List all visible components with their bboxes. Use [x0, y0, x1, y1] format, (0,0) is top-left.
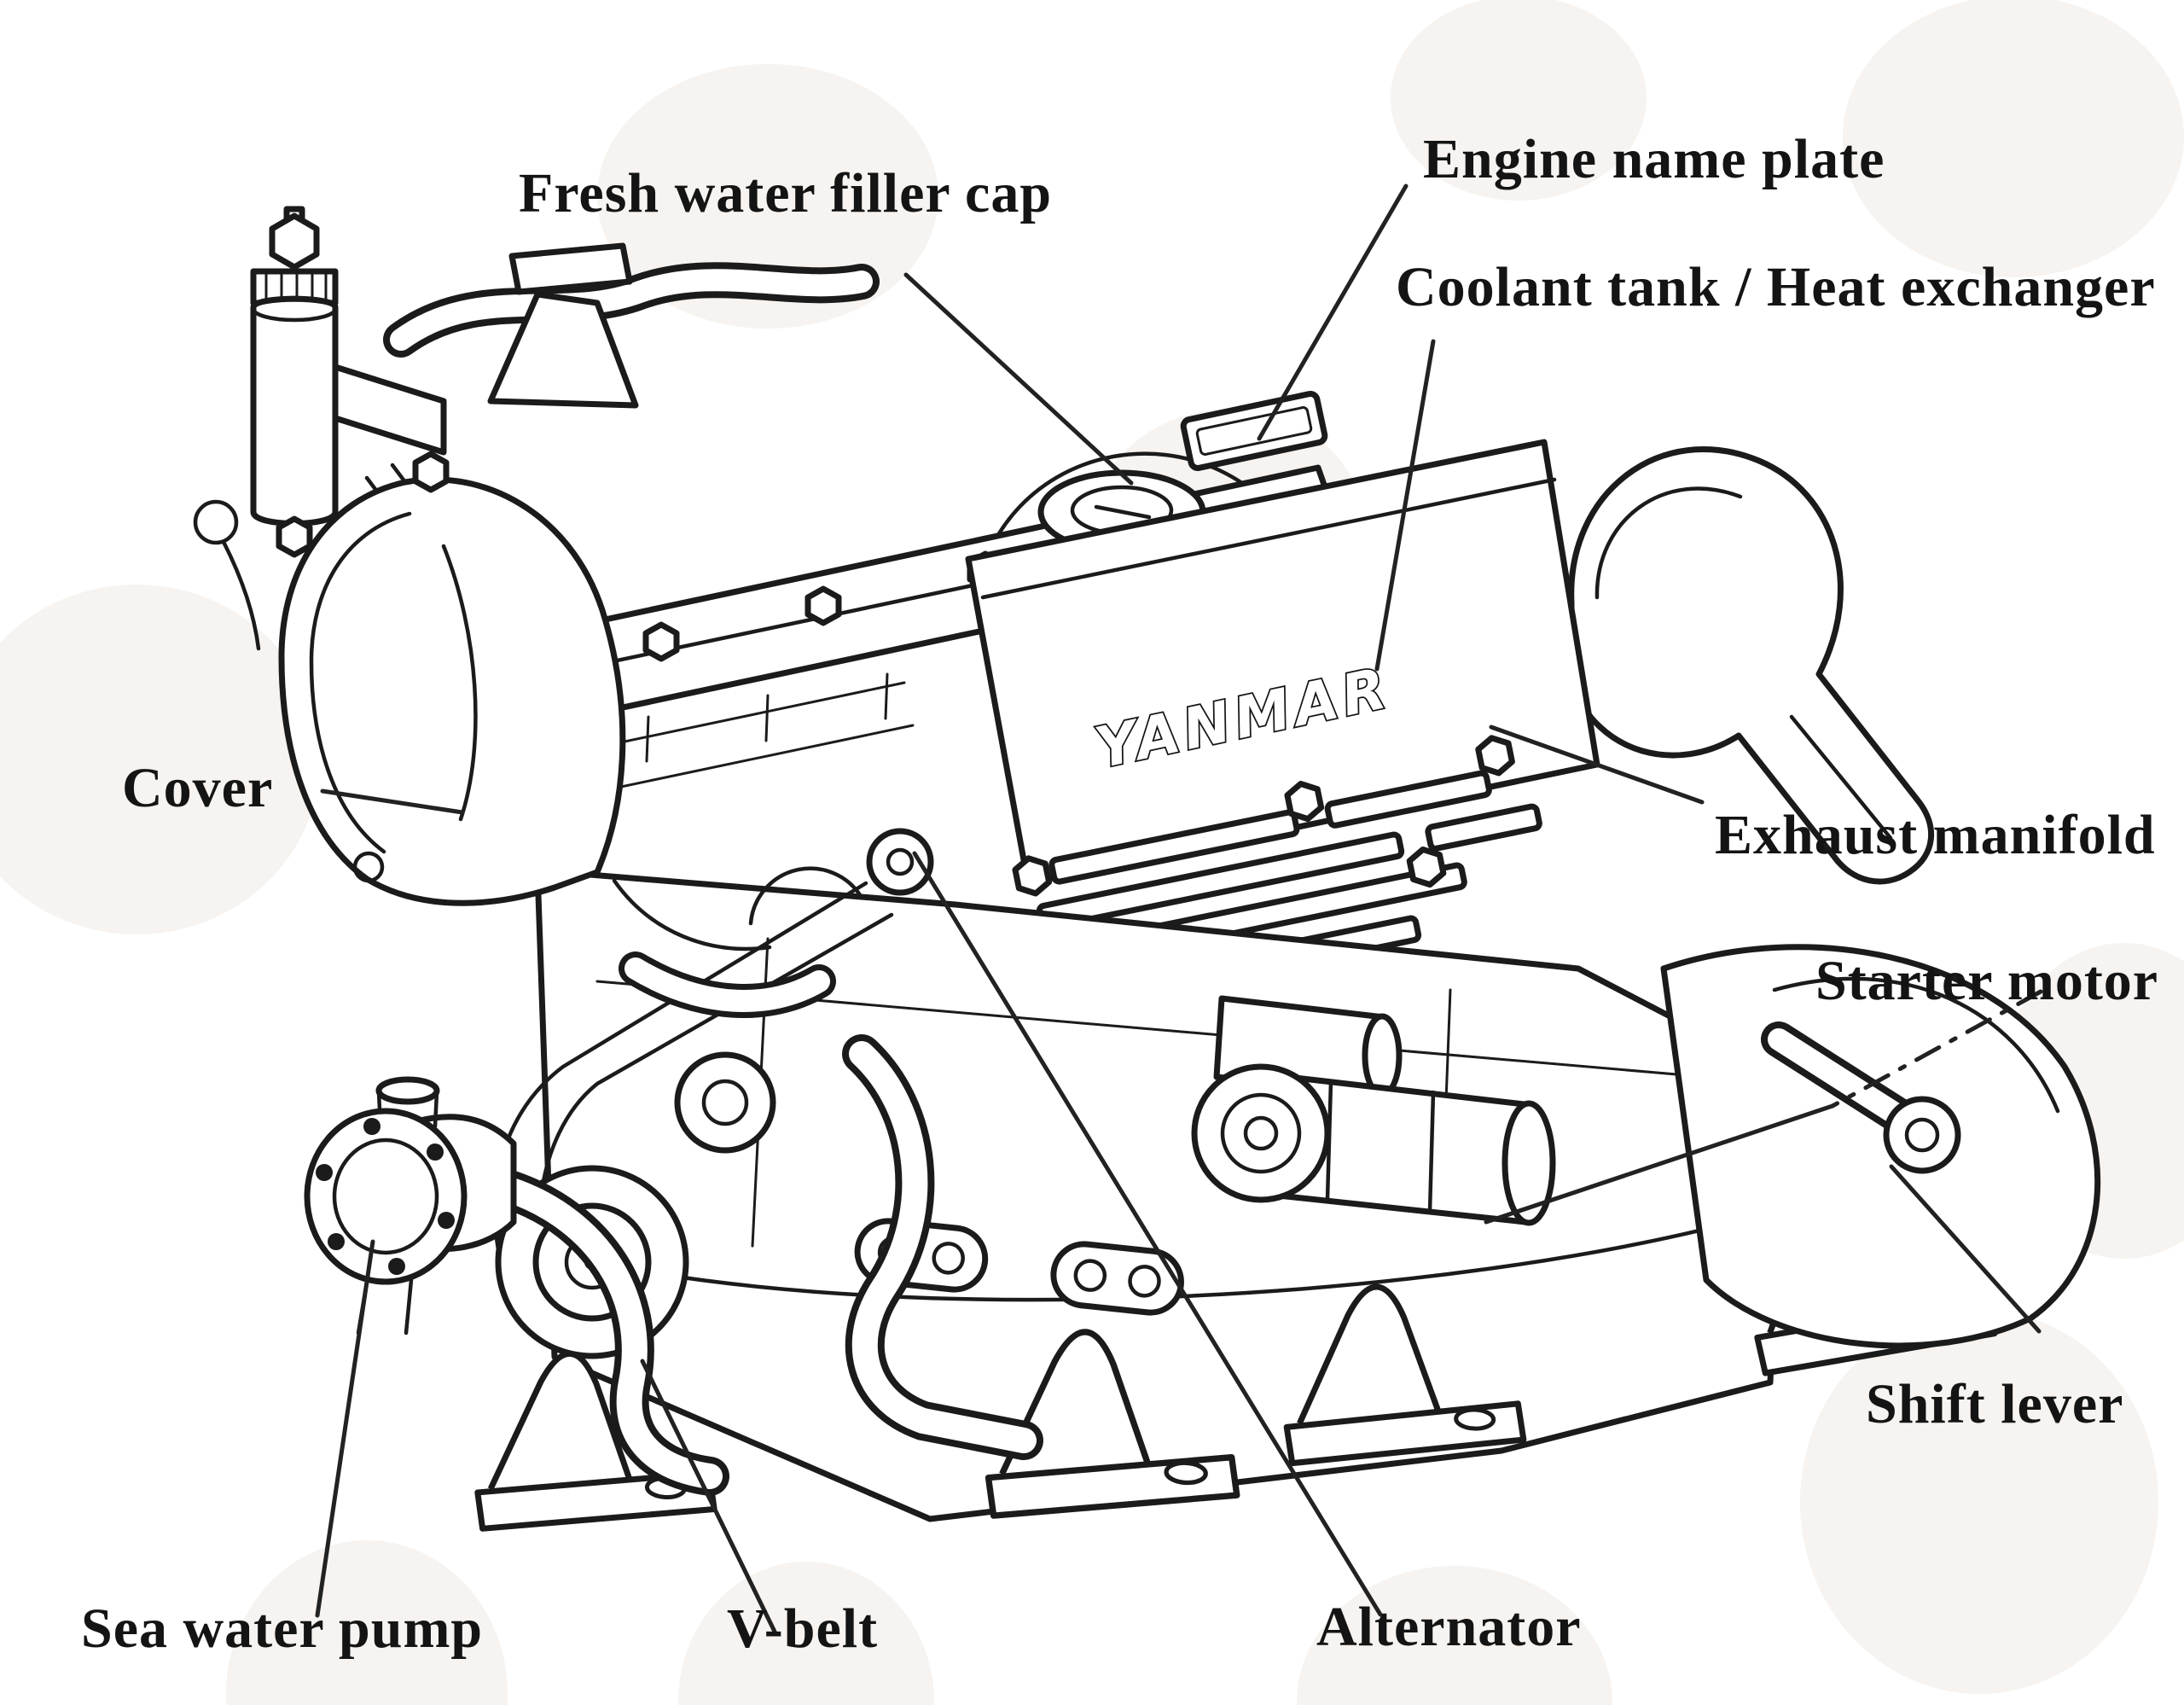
label-coolant-tank-heat-exchanger: Coolant tank / Heat exchanger — [1396, 256, 2156, 318]
coolant-tank-part: YANMAR — [965, 439, 1600, 1032]
engine-name-plate-part — [1180, 390, 1328, 472]
labels: Fresh water filler cap Engine name plate… — [81, 128, 2158, 1660]
label-starter-motor: Starter motor — [1815, 950, 2158, 1012]
leader-lines — [315, 183, 2043, 1634]
label-exhaust-manifold: Exhaust manifold — [1715, 804, 2156, 866]
dipstick-ring-icon — [193, 499, 239, 545]
hoses — [492, 951, 1043, 1496]
label-fresh-water-filler-cap: Fresh water filler cap — [519, 162, 1052, 224]
label-engine-name-plate: Engine name plate — [1423, 128, 1885, 190]
alternator-part — [612, 828, 934, 951]
label-sea-water-pump: Sea water pump — [81, 1597, 483, 1660]
fuel-filter — [193, 206, 447, 651]
starter-motor-part — [1191, 995, 1556, 1226]
leader-cover — [320, 788, 465, 815]
cover-part — [278, 451, 626, 906]
flange-bolt-holes — [316, 1118, 455, 1275]
leader-starter-motor-dashed — [1830, 989, 2043, 1109]
exhaust-elbow — [1568, 446, 1935, 885]
leader-shift-lever — [1889, 1164, 2042, 1334]
label-shift-lever: Shift lever — [1866, 1373, 2123, 1435]
leader-coolant-tank — [1374, 339, 1436, 672]
leader-starter-motor — [1484, 1103, 1835, 1225]
leader-exhaust-manifold — [1489, 724, 1705, 805]
label-v-belt: V-belt — [727, 1597, 878, 1660]
label-alternator: Alternator — [1316, 1596, 1582, 1658]
engine-line-art: YANMAR — [193, 206, 2101, 1540]
sea-water-pump-part — [304, 1076, 517, 1335]
leader-v-belt — [640, 1359, 777, 1634]
shift-lever-part — [1761, 1021, 1961, 1174]
label-cover: Cover — [122, 757, 273, 819]
leader-engine-name-plate — [1257, 183, 1409, 441]
leader-fresh-water-filler-cap — [903, 272, 1134, 486]
leader-sea-water-pump — [315, 1239, 375, 1618]
transmission — [1660, 944, 2101, 1349]
top-hose-assembly — [364, 242, 880, 651]
leader-alternator — [912, 851, 1383, 1617]
water-pump-pulley — [674, 1051, 776, 1154]
